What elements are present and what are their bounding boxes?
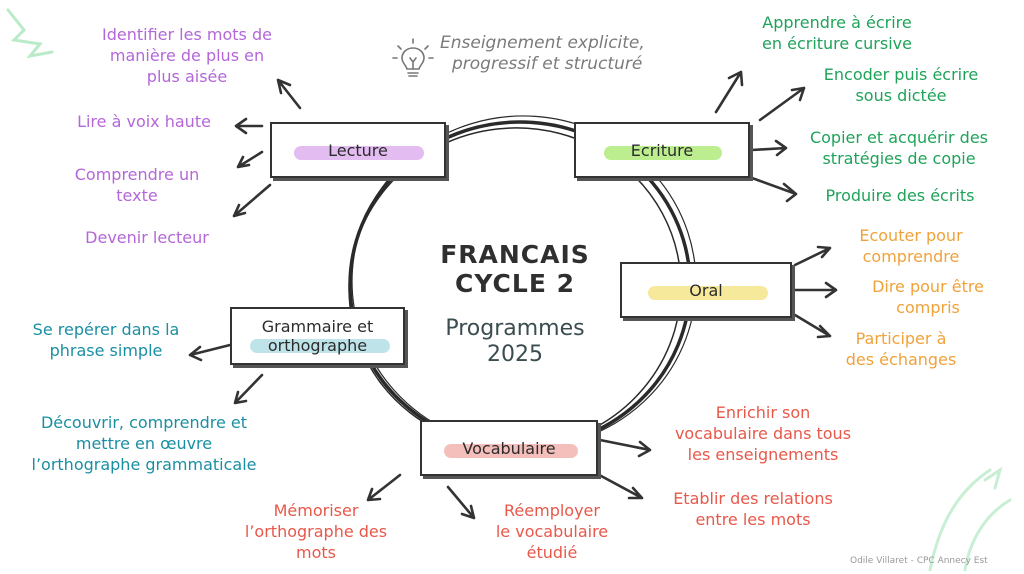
lecture-item-comprendre-line-2: texte [116, 186, 158, 205]
vocabulaire-item-etablir-line-2: entre les mots [695, 510, 811, 529]
box-oral-label: Oral [689, 280, 723, 300]
decorative-scribble-icon [6, 8, 54, 59]
center-title: FRANCAIS CYCLE 2 [410, 240, 620, 298]
grammaire-item-decouvrir: Découvrir, comprendre et mettre en œuvre… [6, 412, 282, 475]
oral-item-participer-line-2: des échanges [845, 350, 957, 369]
vocabulaire-item-etablir-line-1: Etablir des relations [673, 489, 833, 508]
ecriture-item-apprendre-line-1: Apprendre à écrire [762, 13, 912, 32]
highlight-vocabulaire [444, 444, 578, 458]
lecture-item-comprendre: Comprendre un texte [54, 164, 220, 206]
oral-item-ecouter: Ecouter pour comprendre [836, 225, 986, 267]
oral-item-dire-line-2: compris [896, 298, 960, 317]
oral-item-ecouter-line-1: Ecouter pour [859, 226, 963, 245]
center-title-line-2: CYCLE 2 [454, 269, 575, 298]
highlight-grammaire [250, 339, 390, 353]
vocabulaire-item-reemployer-line-2: le vocabulaire [495, 522, 609, 541]
vocabulaire-item-enrichir-line-1: Enrichir son [715, 403, 811, 422]
box-lecture: Lecture [270, 122, 446, 178]
vocabulaire-item-memoriser-line-2: l’orthographe des [244, 522, 388, 541]
ecriture-item-produire: Produire des écrits [825, 186, 975, 205]
vocabulaire-item-reemployer-line-3: étudié [526, 543, 578, 562]
vocabulaire-item-enrichir-line-3: les enseignements [687, 445, 839, 464]
vocabulaire-item-memoriser-line-1: Mémoriser [273, 501, 359, 520]
box-oral: Oral [620, 262, 792, 318]
box-grammaire-label: Grammaire et orthographe [262, 317, 373, 355]
grammaire-item-decouvrir-line-3: l’orthographe grammaticale [31, 455, 257, 474]
grammaire-item-reperer-line-1: Se repérer dans la [32, 320, 180, 339]
ecriture-item-apprendre: Apprendre à écrire en écriture cursive [734, 12, 940, 54]
box-grammaire-line-2: orthographe [267, 336, 368, 355]
highlight-lecture [294, 146, 424, 160]
arrow-icon [188, 70, 838, 520]
grammaire-item-reperer-line-2: phrase simple [49, 341, 163, 360]
box-grammaire-line-1: Grammaire et [261, 317, 374, 336]
highlight-oral [648, 286, 768, 300]
ecriture-item-encoder: Encoder puis écrire sous dictée [806, 64, 996, 106]
lecture-item-devenir: Devenir lecteur [85, 228, 209, 247]
vocabulaire-item-reemployer: Réemployer le vocabulaire étudié [474, 500, 630, 563]
center-title-line-1: FRANCAIS [440, 240, 590, 269]
lightbulb-icon [392, 38, 434, 77]
vocabulaire-item-memoriser-line-3: mots [296, 543, 336, 562]
header-line-2: progressif et structuré [452, 54, 643, 74]
oral-item-participer-line-1: Participer à [855, 329, 947, 348]
box-ecriture-label: Ecriture [630, 140, 694, 160]
ecriture-item-encoder-line-2: sous dictée [855, 86, 947, 105]
vocabulaire-item-etablir: Etablir des relations entre les mots [650, 488, 856, 530]
decorative-scribble-icon [928, 466, 1012, 572]
oral-item-participer: Participer à des échanges [826, 328, 976, 370]
box-vocabulaire-label: Vocabulaire [462, 438, 556, 458]
oral-item-ecouter-line-2: comprendre [862, 247, 960, 266]
center-subtitle-line-2: 2025 [487, 342, 543, 367]
box-ecriture: Ecriture [574, 122, 750, 178]
grammaire-item-reperer: Se repérer dans la phrase simple [8, 319, 204, 361]
ecriture-item-copier-line-2: stratégies de copie [822, 149, 976, 168]
box-lecture-label: Lecture [328, 140, 388, 160]
vocabulaire-item-enrichir-line-2: vocabulaire dans tous [674, 424, 852, 443]
ecriture-item-copier: Copier et acquérir des stratégies de cop… [782, 127, 1016, 169]
lecture-item-lire: Lire à voix haute [77, 112, 211, 131]
box-vocabulaire: Vocabulaire [420, 420, 598, 476]
header-subtitle: Enseignement explicite, progressif et st… [440, 33, 645, 75]
oral-item-dire-line-1: Dire pour être [872, 277, 984, 296]
lecture-item-identifier-line-1: Identifier les mots de [102, 25, 272, 44]
vocabulaire-item-enrichir: Enrichir son vocabulaire dans tous les e… [650, 402, 876, 465]
vocabulaire-item-memoriser: Mémoriser l’orthographe des mots [224, 500, 408, 563]
lecture-item-comprendre-line-1: Comprendre un [74, 165, 200, 184]
vocabulaire-item-reemployer-line-1: Réemployer [504, 501, 600, 520]
header-line-1: Enseignement explicite, [440, 33, 645, 53]
ecriture-item-encoder-line-1: Encoder puis écrire [823, 65, 979, 84]
grammaire-item-decouvrir-line-1: Découvrir, comprendre et [40, 413, 248, 432]
highlight-ecriture [604, 146, 722, 160]
ecriture-item-apprendre-line-2: en écriture cursive [762, 34, 912, 53]
author-credit: Odile Villaret - CPC Annecy Est [850, 556, 988, 566]
lecture-item-identifier-line-3: plus aisée [146, 67, 228, 86]
ecriture-item-copier-line-1: Copier et acquérir des [809, 128, 989, 147]
center-subtitle: Programmes 2025 [400, 316, 630, 368]
oral-item-dire: Dire pour être compris [848, 276, 1008, 318]
lecture-item-identifier: Identifier les mots de manière de plus e… [80, 24, 294, 87]
lecture-item-identifier-line-2: manière de plus en [109, 46, 265, 65]
box-grammaire: Grammaire et orthographe [230, 307, 405, 365]
center-subtitle-line-1: Programmes [445, 316, 585, 341]
grammaire-item-decouvrir-line-2: mettre en œuvre [75, 434, 213, 453]
